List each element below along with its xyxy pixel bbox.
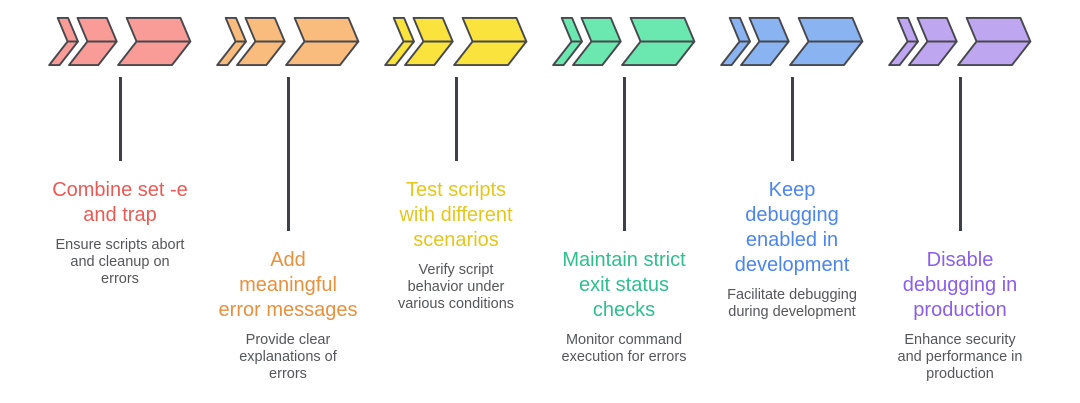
connector-line: [790, 77, 794, 161]
step-description: Enhance security and performance in prod…: [897, 332, 1023, 382]
chevron-group: [384, 16, 528, 67]
chevron-group: [720, 16, 864, 67]
step-column-4: Maintain strict exit status checks Monit…: [540, 16, 708, 383]
step-title: Add meaningful error messages: [218, 249, 358, 321]
step-title: Disable debugging in production: [902, 249, 1018, 321]
chevron-group: [888, 16, 1032, 67]
connector-line: [118, 77, 122, 161]
connector-line: [454, 77, 458, 161]
step-title: Test scripts with different scenarios: [399, 179, 513, 251]
step-column-1: Combine set -e and trap Ensure scripts a…: [36, 16, 204, 383]
step-column-2: Add meaningful error messages Provide cl…: [204, 16, 372, 383]
step-column-5: Keep debugging enabled in development Fa…: [708, 16, 876, 383]
chevron-arrows-icon: [384, 16, 528, 67]
step-title: Maintain strict exit status checks: [562, 249, 686, 321]
chevron-arrows-icon: [48, 16, 192, 67]
step-description: Verify script behavior under various con…: [397, 262, 515, 312]
chevron-arrows-icon: [216, 16, 360, 67]
step-column-3: Test scripts with different scenarios Ve…: [372, 16, 540, 383]
step-description: Monitor command execution for errors: [561, 332, 687, 365]
step-title: Combine set -e and trap: [52, 179, 188, 226]
chevron-group: [552, 16, 696, 67]
step-description: Ensure scripts abort and cleanup on erro…: [55, 237, 185, 287]
connector-line: [622, 77, 626, 231]
chevron-group: [216, 16, 360, 67]
step-description: Provide clear explanations of errors: [239, 332, 337, 382]
chevron-arrows-icon: [888, 16, 1032, 67]
chevron-arrows-icon: [720, 16, 864, 67]
step-title: Keep debugging enabled in development: [734, 179, 850, 276]
step-description: Facilitate debugging during development: [727, 287, 857, 320]
process-diagram: Combine set -e and trap Ensure scripts a…: [36, 16, 1044, 383]
chevron-arrows-icon: [552, 16, 696, 67]
connector-line: [286, 77, 290, 231]
step-column-6: Disable debugging in production Enhance …: [876, 16, 1044, 383]
connector-line: [958, 77, 962, 231]
chevron-group: [48, 16, 192, 67]
